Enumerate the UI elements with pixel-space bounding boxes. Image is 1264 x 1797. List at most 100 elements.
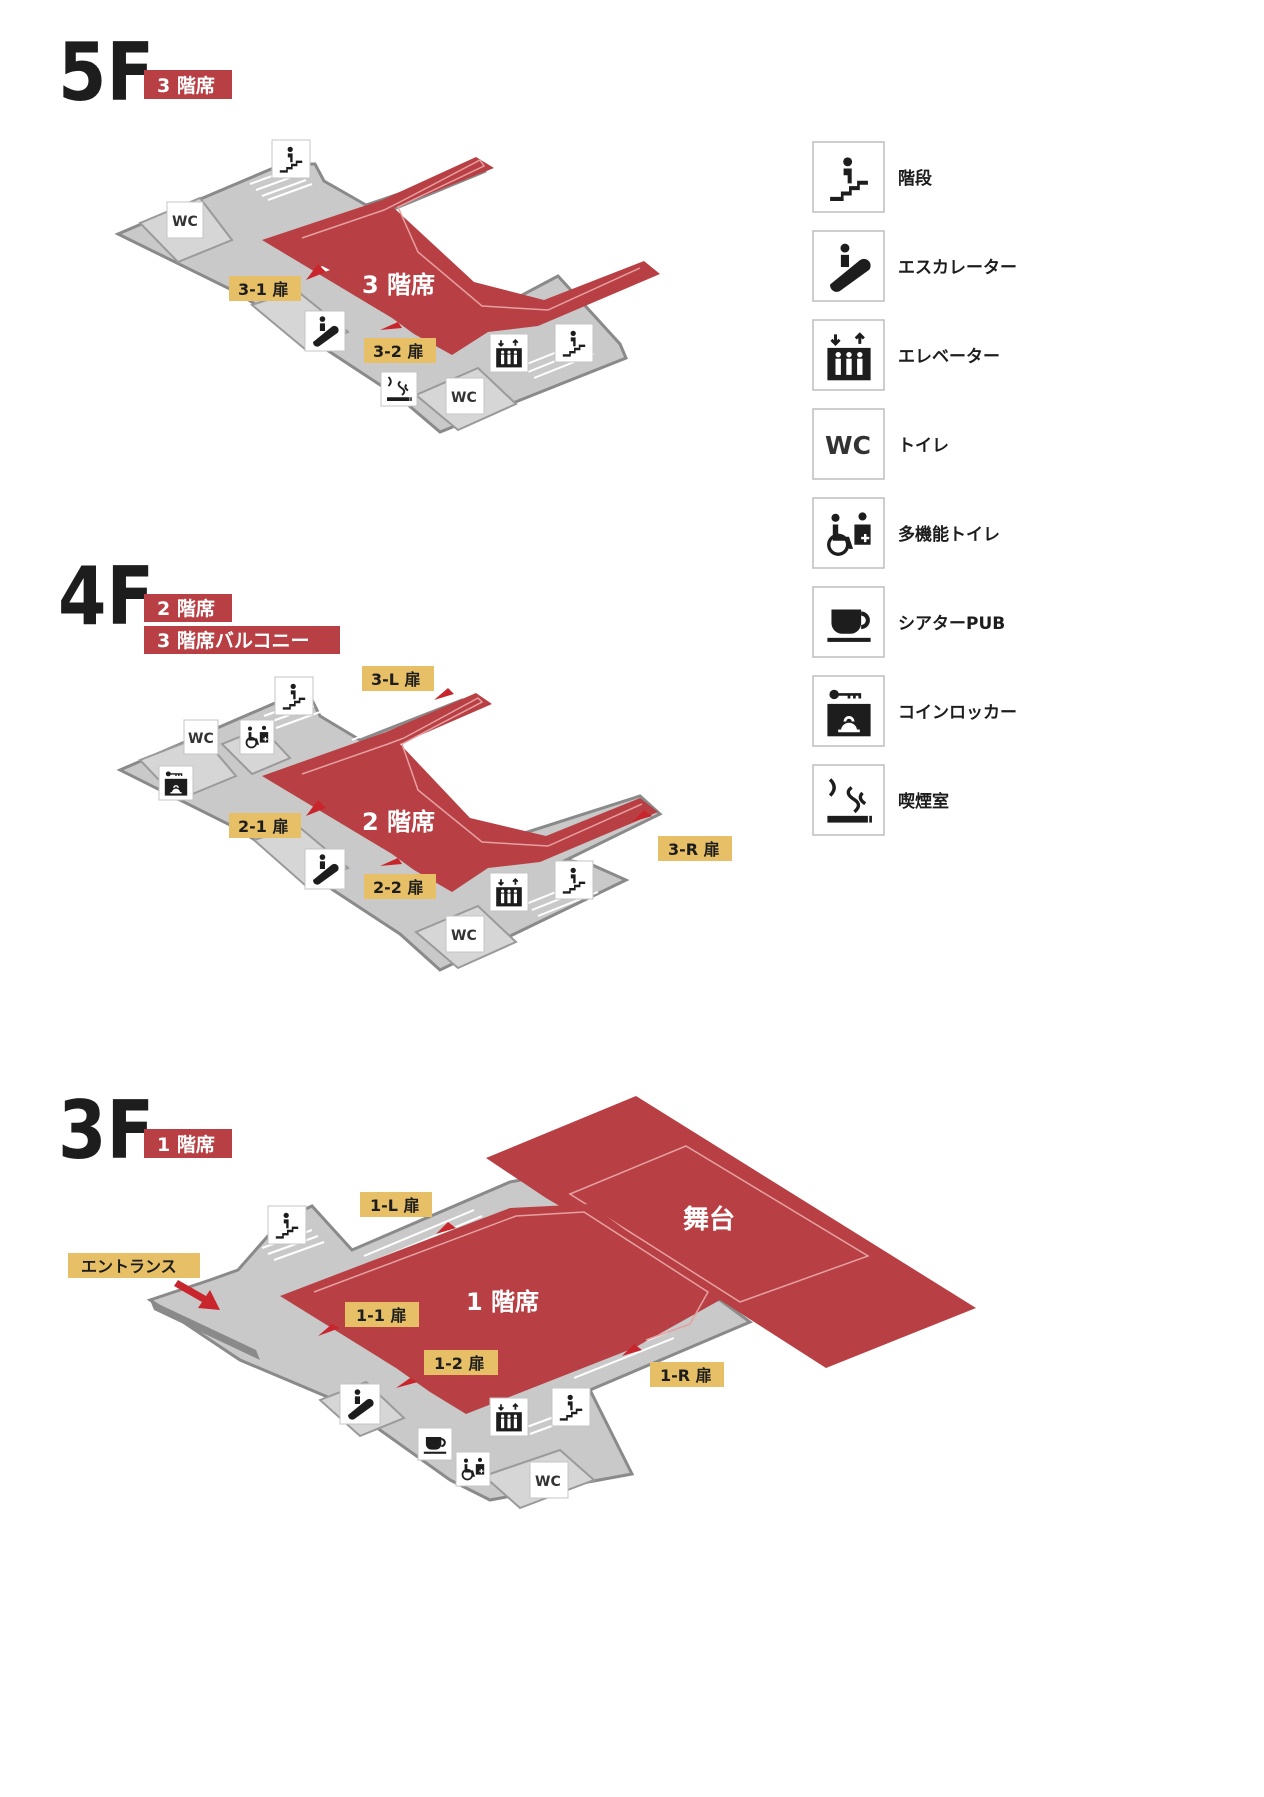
floor-3f-door-tag-bg-2 [345,1302,419,1327]
svg-text:コインロッカー: コインロッカー [898,703,1017,723]
floor-3f-elevator-icon[interactable] [489,1397,529,1437]
legend-item-locker: コインロッカー [812,675,1017,747]
wc-icon: WC [825,431,871,460]
svg-text:多機能トイレ: 多機能トイレ [898,524,1000,545]
floor-4f: 4F 2 階席 3 階席バルコニー 2 階席 3-L 扉 2-1 扉 3-R 扉… [58,550,732,972]
floor-5f-door-3-2: 3-2 扉 [373,342,423,361]
floor-4f-seating [262,693,658,892]
legend-item-wc: WC トイレ [812,408,949,480]
floor-4f-door-3-l: 3-L 扉 [371,670,421,689]
floor-3f-door-1-r: 1-R 扉 [660,1366,712,1385]
floor-4f-accessible-toilet-icon[interactable] [239,719,275,755]
floor-3f-door-1-2: 1-2 扉 [434,1354,484,1373]
floor-3f-door-marker-4 [622,1344,642,1356]
floor-5f-seating [262,157,660,355]
floor-4f-tag-2: 3 階席バルコニー [157,629,309,652]
floor-4f-door-marker-4 [632,810,652,822]
floor-5f-stairs-icon[interactable] [271,139,311,179]
floor-3f-stage-outline [568,1145,870,1303]
svg-text:WC: WC [188,731,214,747]
svg-text:階段: 階段 [898,168,932,189]
floor-3f-stairs-icon-2[interactable] [551,1387,591,1427]
floor-3f-door-marker-3 [436,1222,456,1234]
floor-4f-seat-outline [301,697,643,847]
floor-5f-tag: 3 階席 [157,74,215,97]
legend-item-stairs: 階段 [812,141,932,213]
floor-3f-door-tag-bg-4 [650,1362,724,1387]
floor-4f-stairs-icon-2[interactable] [554,860,594,900]
floor-5f-door-marker-1b [306,264,326,280]
floor-5f-tag-bg [144,70,232,99]
floor-5f-wc-icon[interactable]: WC [166,201,204,239]
floor-3f-entrance-wall [150,1300,260,1360]
svg-text:WC: WC [451,928,477,944]
floor-3f-seating-label: 1 階席 [466,1288,539,1316]
floor-3f-tag: 1 階席 [157,1133,215,1156]
floor-4f-door-marker-2 [380,858,402,866]
floor-4f-stairs-icon[interactable] [274,676,314,716]
floor-3f-wc-icon[interactable]: WC [529,1461,569,1499]
svg-text:エスカレーター: エスカレーター [898,258,1017,278]
floor-4f-elevator-icon[interactable] [489,872,529,912]
floor-3f-door-tag-bg-1 [360,1192,432,1217]
floor-3f-door-1-l: 1-L 扉 [370,1196,420,1215]
floor-3f-stage-area [486,1096,976,1368]
floor-3f-seat-outline [313,1211,709,1341]
floor-4f-wc-icon-2[interactable]: WC [445,915,485,953]
floor-3f-cafe-icon[interactable] [417,1427,453,1461]
floor-4f-locker-icon[interactable] [158,765,194,801]
svg-text:シアターPUB: シアターPUB [898,614,1005,634]
floor-3f-entrance-arrow [174,1280,220,1310]
floor-5f-label: 5F [58,26,154,119]
floor-3f-door-1-1: 1-1 扉 [356,1306,406,1325]
floor-5f-seat-outline [301,159,641,311]
legend-item-escalator: エスカレーター [812,230,1017,302]
svg-text:WC: WC [535,1474,561,1490]
floor-3f-tag-bg [144,1129,232,1158]
floor-4f-escalator-icon[interactable] [304,848,346,890]
floor-3f-escalator-icon[interactable] [339,1383,381,1425]
floor-3f-door-marker-2 [396,1378,418,1388]
floor-4f-door-marker-3 [434,688,454,700]
floor-4f-door-tag-bg-1 [362,666,434,691]
svg-text:WC: WC [451,390,477,406]
floor-4f-tag-1: 2 階席 [157,597,215,620]
floor-4f-door-2-1: 2-1 扉 [238,817,288,836]
svg-text:トイレ: トイレ [898,436,949,456]
floor-3f-door-tag-bg-3 [424,1350,498,1375]
floor-5f-elevator-icon[interactable] [489,333,529,373]
floor-4f-tag-bg-2 [144,626,340,654]
floor-3f-entrance-label[interactable]: エントランス [81,1257,177,1276]
floor-5f-door-marker-2 [380,322,402,330]
floor-5f: 5F 3 階席 3 階席 3-1 扉 3-2 扉 [58,26,660,434]
floor-3f-entrance-tag-bg [68,1253,200,1278]
floor-5f-wc-icon-2[interactable]: WC [445,377,485,415]
svg-text:喫煙室: 喫煙室 [898,791,949,812]
floor-4f-tag-bg-1 [144,594,232,622]
legend-item-accessible-toilet: 多機能トイレ [812,497,1000,569]
floor-5f-door-tag-bg-1 [229,276,301,301]
floor-3f: 3F 1 階席 舞台 1 階席 エントランス 1-L 扉 1- [58,1084,976,1510]
floor-4f-seating-label: 2 階席 [362,808,435,836]
floor-5f-seating-label: 3 階席 [362,271,435,299]
floor-4f-door-tag-bg-2 [229,813,301,838]
floor-4f-wc-icon[interactable]: WC [183,719,219,755]
floor-5f-escalator-icon[interactable] [304,310,346,352]
svg-text:WC: WC [172,214,198,230]
legend-item-elevator: エレベーター [812,319,1000,391]
floor-3f-accessible-toilet-icon[interactable] [455,1451,491,1487]
floor-3f-stage-label: 舞台 [683,1204,735,1235]
floor-5f-smoking-icon[interactable] [380,371,418,407]
floor-5f-stairs-icon-2[interactable] [554,323,594,363]
floor-4f-door-3-r: 3-R 扉 [668,840,720,859]
floor-3f-stairs-icon[interactable] [267,1205,307,1245]
legend: 階段 エスカレーター エレベーター WC トイレ 多機能トイレ シアターPUB [812,141,1017,836]
floor-5f-door-3-1: 3-1 扉 [238,280,288,299]
legend-item-cafe: シアターPUB [812,586,1005,658]
floor-4f-door-tag-bg-4 [364,874,436,899]
legend-item-smoking: 喫煙室 [812,764,949,836]
floor-4f-door-2-2: 2-2 扉 [373,878,423,897]
floor-4f-door-marker-1 [306,800,326,816]
floor-3f-door-marker-1 [318,1324,340,1336]
svg-text:エレベーター: エレベーター [898,347,1000,367]
